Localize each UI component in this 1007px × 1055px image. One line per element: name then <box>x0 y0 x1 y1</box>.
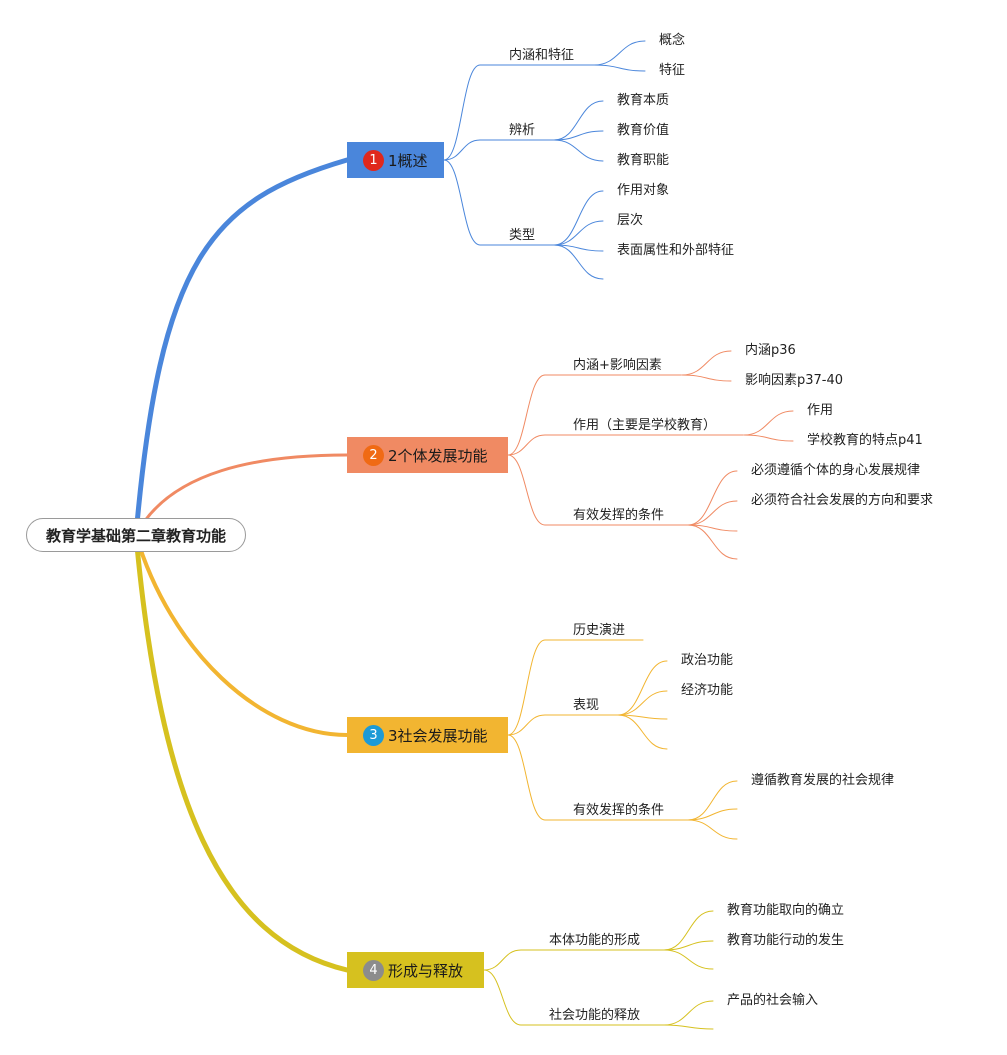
leaf-connector <box>553 139 604 162</box>
leaf-label[interactable]: 教育本质 <box>617 93 670 108</box>
subtopic-connector <box>443 159 481 246</box>
leaf-connector <box>663 940 714 951</box>
leaf-connector <box>663 1024 714 1030</box>
leaf-connector <box>617 714 668 750</box>
leaf-connector <box>553 190 604 246</box>
leaf-label[interactable]: 概念 <box>659 33 686 48</box>
number-badge-icon: 1 <box>363 149 384 171</box>
leaf-connector <box>617 660 668 716</box>
leaf-connector <box>663 910 714 951</box>
leaf-label[interactable]: 教育功能取向的确立 <box>727 903 845 918</box>
root-topic-label: 教育学基础第二章教育功能 <box>45 526 226 545</box>
leaf-connector <box>553 220 604 246</box>
leaf-connector <box>687 500 738 526</box>
subtopic-label[interactable]: 作用（主要是学校教育） <box>573 418 717 433</box>
leaf-connector <box>681 350 732 376</box>
root-connector-2 <box>134 453 349 537</box>
leaf-connector <box>663 1000 714 1026</box>
root-topic[interactable]: 教育学基础第二章教育功能 <box>26 518 246 552</box>
number-badge-icon: 2 <box>363 444 384 466</box>
leaf-label[interactable]: 经济功能 <box>681 683 734 698</box>
leaf-label[interactable]: 教育功能行动的发生 <box>727 933 845 948</box>
leaf-connector <box>687 470 738 526</box>
leaf-label[interactable]: 作用对象 <box>617 183 670 198</box>
leaf-connector <box>687 808 738 821</box>
subtopic-connector <box>507 434 546 456</box>
leaf-label[interactable]: 产品的社会输入 <box>727 993 819 1008</box>
leaf-label[interactable]: 影响因素p37-40 <box>745 373 844 388</box>
leaf-connector <box>663 949 714 970</box>
leaf-label[interactable]: 政治功能 <box>681 653 734 668</box>
branch-topic-label: 3社会发展功能 <box>388 726 488 745</box>
subtopic-label[interactable]: 社会功能的释放 <box>549 1008 641 1023</box>
leaf-connector <box>593 40 646 66</box>
subtopic-connector <box>483 969 522 1026</box>
root-connector-4 <box>133 532 350 973</box>
root-connector-1 <box>133 157 350 538</box>
leaf-connector <box>743 410 794 436</box>
subtopic-label[interactable]: 表现 <box>573 698 600 713</box>
subtopic-label[interactable]: 类型 <box>509 228 536 243</box>
root-connector-3 <box>134 533 349 737</box>
subtopic-connector <box>483 949 522 971</box>
subtopic-connector <box>507 734 546 821</box>
subtopic-connector <box>507 374 546 456</box>
subtopic-label[interactable]: 内涵和特征 <box>509 48 575 63</box>
subtopic-label[interactable]: 历史演进 <box>573 623 626 638</box>
subtopic-connector <box>443 139 481 161</box>
leaf-label[interactable]: 表面属性和外部特征 <box>617 243 735 258</box>
number-badge-icon: 4 <box>363 959 384 981</box>
leaf-connector <box>687 524 738 560</box>
leaf-label[interactable]: 内涵p36 <box>745 343 796 358</box>
leaf-label[interactable]: 特征 <box>659 63 686 78</box>
subtopic-label[interactable]: 内涵+影响因素 <box>573 358 662 373</box>
leaf-connector <box>681 374 732 382</box>
branch-topic-label: 2个体发展功能 <box>388 446 488 465</box>
subtopic-connector <box>507 454 546 526</box>
leaf-connector <box>617 714 668 720</box>
leaf-label[interactable]: 必须遵循个体的身心发展规律 <box>751 463 921 478</box>
leaf-label[interactable]: 教育职能 <box>617 153 670 168</box>
subtopic-label[interactable]: 辨析 <box>509 123 536 138</box>
subtopic-label[interactable]: 有效发挥的条件 <box>573 803 665 818</box>
number-badge-icon: 3 <box>363 724 384 746</box>
leaf-label[interactable]: 必须符合社会发展的方向和要求 <box>751 493 934 508</box>
leaf-label[interactable]: 教育价值 <box>617 123 670 138</box>
leaf-label[interactable]: 遵循教育发展的社会规律 <box>751 773 895 788</box>
subtopic-connector <box>507 714 546 736</box>
leaf-label[interactable]: 层次 <box>617 213 644 228</box>
leaf-label[interactable]: 作用 <box>807 403 834 418</box>
leaf-connector <box>593 64 646 72</box>
leaf-label[interactable]: 学校教育的特点p41 <box>807 433 923 448</box>
leaf-connector <box>687 819 738 840</box>
subtopic-connector <box>443 64 481 161</box>
branch-topic-label: 形成与释放 <box>388 961 464 980</box>
leaf-connector <box>553 130 604 141</box>
leaf-connector <box>617 690 668 716</box>
leaf-connector <box>743 434 794 442</box>
subtopic-label[interactable]: 有效发挥的条件 <box>573 508 665 523</box>
leaf-connector <box>553 244 604 280</box>
subtopic-connector <box>507 639 546 736</box>
subtopic-label[interactable]: 本体功能的形成 <box>549 933 641 948</box>
leaf-connector <box>553 100 604 141</box>
leaf-connector <box>687 780 738 821</box>
branch-topic-label: 1概述 <box>388 151 428 170</box>
